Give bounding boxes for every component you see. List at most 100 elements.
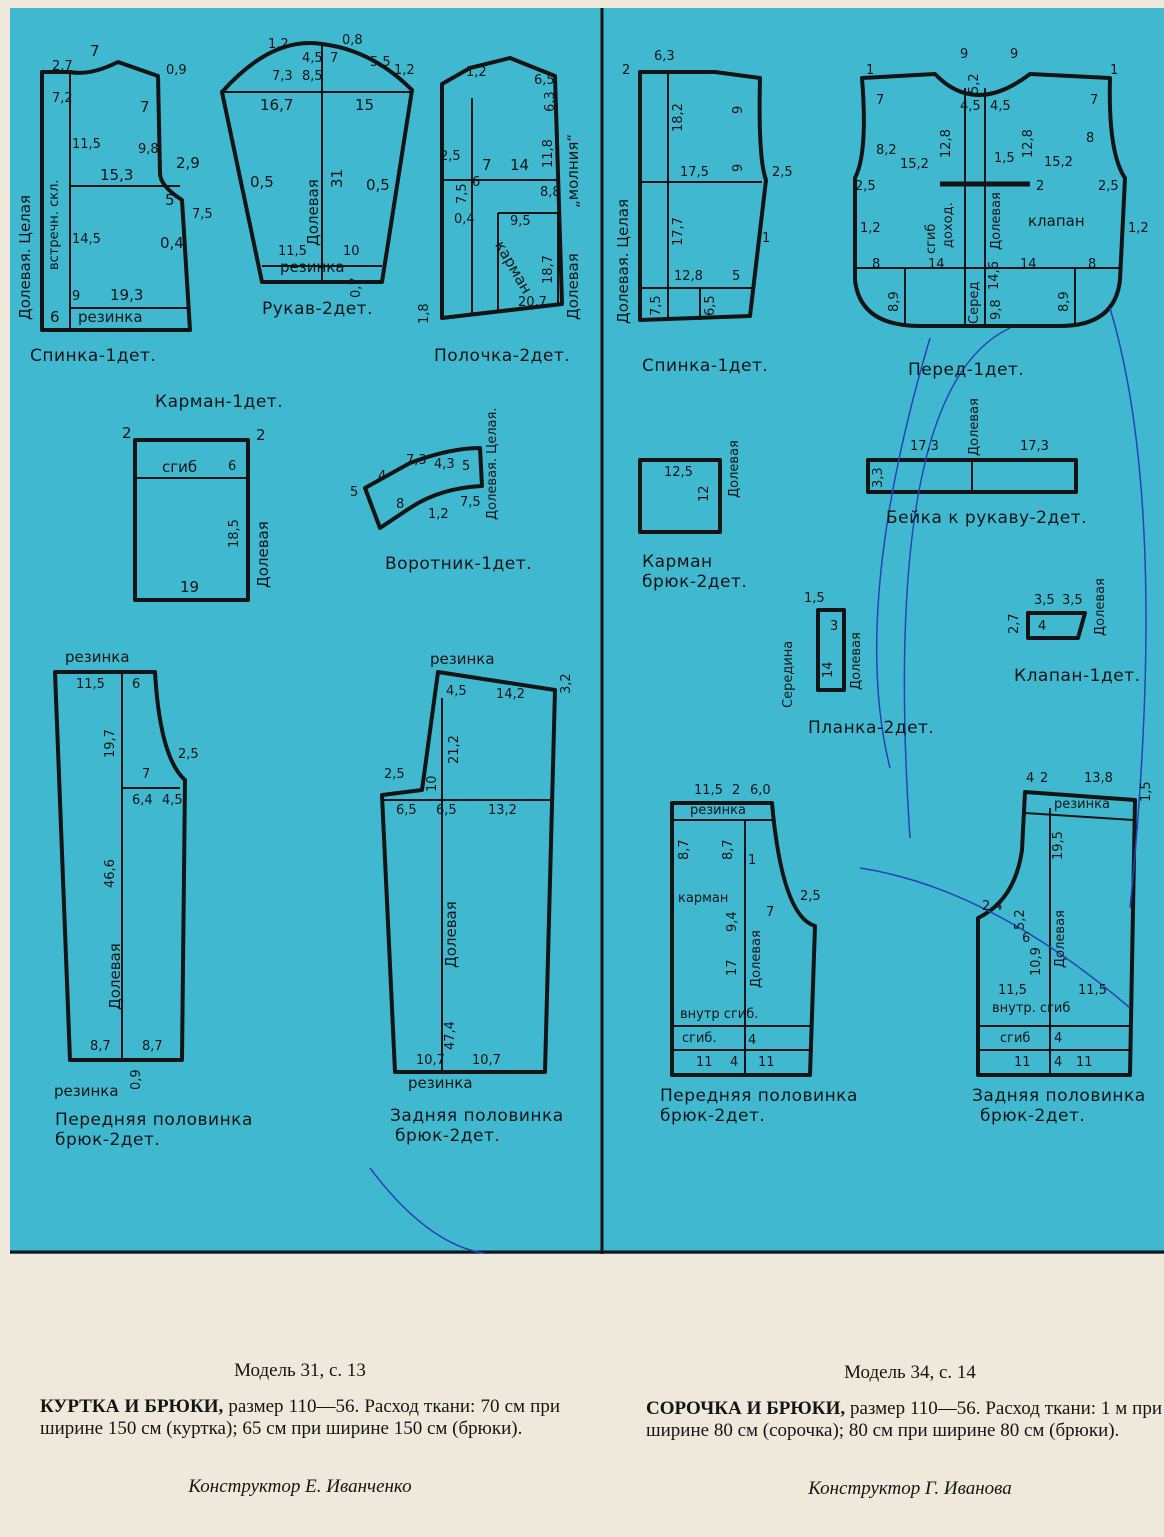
dim: 14,2 [496,687,525,702]
dim: 4,5 [162,793,183,808]
grain-label: Долевая [1093,578,1108,636]
left-back-title: Спинка-1дет. [30,346,157,366]
dim: 7,5 [649,295,664,316]
fold-label: внутр. сгиб [992,1001,1071,1016]
left-pocket-outline [133,438,250,602]
dim: 0,9 [129,1069,144,1090]
dim: 12,8 [674,269,703,284]
dim: 8,7 [90,1039,111,1054]
dim: 6,5 [703,295,718,316]
dim: 19,3 [110,286,144,304]
grain-label: Долевая. Целая. [485,407,500,520]
dim: 0,5 [250,173,274,191]
grain-label: Долевая [727,440,742,498]
grain-label: Долевая [967,398,982,456]
dim: 0,8 [342,33,363,48]
left-back-outline [40,60,192,332]
dim: 7,5 [455,183,470,204]
dim: 11 [758,1055,775,1070]
left-description: КУРТКА И БРЮКИ, размер 110—56. Расход тк… [40,1396,560,1440]
dim: 46,6 [103,859,118,888]
dim: 3,3 [871,467,886,488]
dim: 1 [866,63,875,78]
dim: 7 [330,51,339,66]
dim: 9 [72,289,81,304]
grain-label: Долевая. Целая [614,199,632,324]
dim: 21,2 [447,735,462,764]
dim: 17,7 [671,217,686,246]
dim: 6,5 [436,803,457,818]
dim: 7,5 [192,207,213,222]
right-front-title: Перед-1дет. [908,360,1025,380]
dim: 11 [696,1055,713,1070]
dim: 2,5 [440,149,461,164]
right-trousers-front-outline [670,801,817,1077]
dim: 4,5 [990,99,1011,114]
dim: 2,9 [176,154,200,172]
dim: 12,8 [1021,129,1036,158]
elastic-label: резинка [280,258,345,276]
dim: 8 [396,497,405,512]
dim: 3 [830,619,839,634]
dim: 0,5 [366,176,390,194]
zipper-label: „молния“ [564,133,582,208]
pen-scribbles [369,307,1147,1254]
dim: 6 [1022,931,1031,946]
pattern-sheet: Спинка-1дет. Долевая. Целая встречн. скл… [10,8,1164,1254]
dim: 9,5 [510,214,531,229]
dim: 9,8 [989,299,1004,320]
dim: 2,5 [855,179,876,194]
dim: 4,3 [434,457,455,472]
dim: 20,7 [518,295,547,310]
dim: 5,2 [967,73,982,94]
dim: 9,4 [725,911,740,932]
dim: 13,2 [488,803,517,818]
dim: 2 [256,426,266,444]
dim: 9 [731,163,746,172]
dim: 4 [1026,771,1035,786]
right-description: СОРОЧКА И БРЮКИ, размер 110—56. Расход т… [646,1398,1162,1442]
dim: 12 [697,485,712,502]
right-trousers-front-subtitle: брюк-2дет. [660,1106,766,1126]
dim: 4 [748,1033,757,1048]
left-trousers-back-outline [380,670,557,1074]
left-trousers-back-subtitle: брюк-2дет. [395,1126,501,1146]
dim: 7,3 [272,69,293,84]
collar-outline [363,446,484,530]
dim: 11,5 [72,137,101,152]
dim: 11,5 [76,677,105,692]
flap-label: клапан [1028,212,1085,230]
fold-label: встречн. скл. [47,179,62,270]
right-product-name: СОРОЧКА И БРЮКИ, [646,1398,846,1419]
dim: 7 [142,767,151,782]
dim: 3,5 [1062,593,1083,608]
dim: 1 [748,853,757,868]
left-model-ref: Модель 31, с. 13 [234,1360,366,1381]
middle-label: Середина [781,640,796,708]
grain-label: Долевая [849,632,864,690]
right-model-ref: Модель 34, с. 14 [844,1362,976,1383]
left-trousers-front-title: Передняя половинка [55,1110,253,1130]
fold-label: внутр сгиб. [680,1007,759,1022]
left-trousers-front-subtitle: брюк-2дет. [55,1130,161,1150]
elastic-label: резинка [430,650,495,668]
dim: 15 [355,96,375,114]
dim: 1,2 [428,507,449,522]
dim: 14 [510,156,530,174]
dim: 5 [462,459,471,474]
dim: 6 [132,677,141,692]
dim: 8 [1088,257,1097,272]
grain-label: Долевая [1053,910,1068,968]
dim: 8,5 [302,69,323,84]
left-front-outline [440,56,564,320]
dim: 10,9 [1029,947,1044,976]
dim: 18,5 [227,519,242,548]
dim: 10,7 [472,1053,501,1068]
dim: 10 [425,775,440,792]
dim: 4 [730,1055,739,1070]
fold-label: доход. [941,202,956,248]
dim: 9 [731,105,746,114]
fold-label: сгиб [924,223,939,254]
dim: 1 [1110,63,1119,78]
right-back-outline [638,70,768,322]
